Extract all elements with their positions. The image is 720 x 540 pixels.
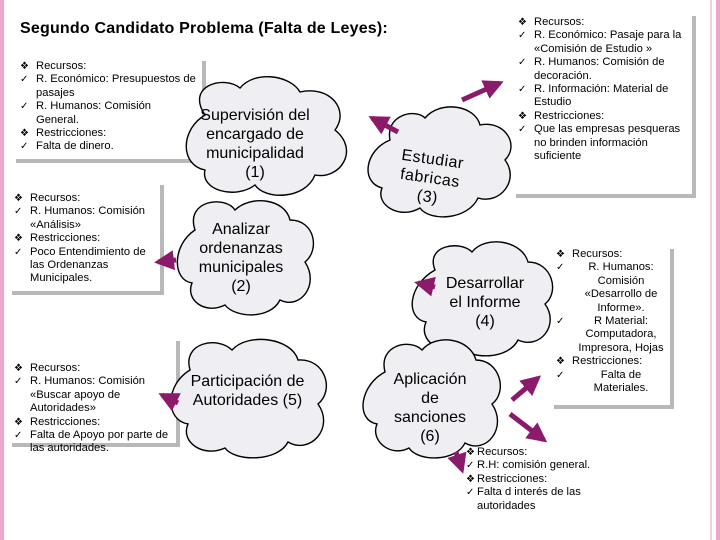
diamond-bullet-icon: ❖ — [556, 249, 565, 260]
cloud-1 — [185, 75, 348, 196]
check-bullet-icon: ✓ — [518, 30, 527, 42]
check-bullet-icon: ✓ — [556, 369, 565, 381]
check-bullet-icon: ✓ — [14, 246, 23, 258]
cloud-2-label: Analizar ordenanzas municipales (2) — [198, 221, 284, 295]
page-title: Segundo Candidato Problema (Falta de Ley… — [20, 20, 388, 37]
cloud-4-label: Desarrollar el Informe (4) — [445, 275, 525, 330]
diamond-bullet-icon: ❖ — [14, 233, 23, 245]
diamond-bullet-icon: ❖ — [14, 193, 23, 204]
list-item: ✓Falta de Apoyo por parte de las autorid… — [14, 429, 169, 455]
list-item: ✓R. Información: Material de Estudio — [518, 83, 669, 109]
check-bullet-icon: ✓ — [518, 124, 527, 136]
list-item: ✓R. Económico: Pasaje para la «Comisión … — [518, 29, 682, 55]
cloud-6-label: Aplicación de sanciones (6) — [393, 371, 467, 445]
list-item: ❖Recursos: — [14, 192, 81, 204]
cloud-2 — [176, 200, 315, 316]
check-bullet-icon: ✓ — [466, 460, 475, 472]
check-bullet-icon: ✓ — [20, 74, 29, 86]
cloud-3-label: Estudiar fabricas (3) — [399, 146, 465, 208]
resource-box-top-right: ❖Recursos: ✓R. Económico: Pasaje para la… — [518, 16, 690, 163]
list-item: ❖Restricciones: — [14, 232, 101, 245]
diamond-bullet-icon: ❖ — [466, 473, 475, 485]
check-bullet-icon: ✓ — [556, 316, 565, 328]
check-bullet-icon: ✓ — [466, 487, 475, 499]
check-bullet-icon: ✓ — [20, 101, 29, 113]
cloud-5 — [170, 338, 327, 459]
list-item: ✓R.H: comisión general. — [466, 459, 591, 472]
check-bullet-icon: ✓ — [14, 376, 23, 388]
cloud-1-label: Supervisión del encargado de municipalid… — [200, 107, 310, 181]
check-bullet-icon: ✓ — [518, 84, 527, 96]
list-item: ✓R Material: Computadora, Impresora, Hoj… — [556, 315, 664, 354]
arrows — [154, 80, 548, 474]
check-bullet-icon: ✓ — [518, 57, 527, 69]
list-item: ❖Restricciones: — [466, 472, 548, 485]
list-item: ✓R. Humanos: Comisión General. — [20, 100, 152, 126]
list-item: ✓Falta de Materiales. — [556, 368, 649, 395]
resource-box-bottom-right: ❖Recursos: ✓R.H: comisión general. ❖Rest… — [466, 446, 616, 513]
check-bullet-icon: ✓ — [14, 206, 23, 218]
cloud-4 — [411, 241, 554, 357]
diamond-bullet-icon: ❖ — [20, 128, 29, 140]
check-bullet-icon: ✓ — [14, 430, 23, 442]
cloud-3 — [367, 106, 512, 218]
list-item: ✓R. Humanos: Comisión «Análisis» — [14, 205, 146, 231]
right-pink-border-inner — [710, 0, 712, 540]
right-pink-border — [716, 0, 720, 540]
list-item: ✓R. Humanos: Comisión «Buscar apoyo de A… — [14, 375, 146, 415]
diamond-bullet-icon: ❖ — [466, 447, 475, 458]
list-item: ❖Recursos: — [518, 16, 585, 28]
list-item: ✓Falta d interés de las autoridades — [466, 486, 581, 512]
resource-box-bottom-left: ❖Recursos: ✓R. Humanos: Comisión «Buscar… — [14, 362, 174, 456]
list-item: ✓R. Económico: Presupuestos de pasajes — [20, 73, 196, 99]
resource-box-mid-right: ❖Recursos: ✓R. Humanos: Comisión «Desarr… — [556, 248, 670, 395]
list-item: ❖Recursos: — [556, 248, 623, 260]
resource-boxes — [8, 12, 696, 447]
list-item: ❖Recursos: — [466, 446, 528, 458]
list-item: ❖Recursos: — [14, 362, 81, 374]
resource-box-mid-left: ❖Recursos: ✓R. Humanos: Comisión «Anális… — [14, 192, 159, 286]
left-pink-border — [0, 0, 4, 540]
check-bullet-icon: ✓ — [20, 141, 29, 153]
diamond-bullet-icon: ❖ — [14, 416, 23, 428]
list-item: ✓Falta de dinero. — [20, 140, 114, 153]
list-item: ❖Restricciones: — [518, 109, 605, 122]
list-item: ❖Restricciones: — [14, 415, 101, 428]
resource-box-top-left: ❖Recursos: ✓R. Económico: Presupuestos d… — [20, 60, 205, 154]
check-bullet-icon: ✓ — [556, 262, 565, 274]
list-item: ✓Poco Entendimiento de las Ordenanzas Mu… — [14, 245, 146, 285]
cloud-5-label: Participación de Autoridades (5) — [190, 373, 305, 409]
diamond-bullet-icon: ❖ — [518, 110, 527, 122]
list-item: ✓Que las empresas pesqueras no brinden i… — [518, 123, 681, 163]
diamond-bullet-icon: ❖ — [518, 17, 527, 28]
diamond-bullet-icon: ❖ — [20, 61, 29, 72]
list-item: ❖Restricciones: — [556, 355, 643, 368]
list-item: ✓R. Humanos: Comisión «Desarrollo de Inf… — [556, 261, 658, 314]
diamond-bullet-icon: ❖ — [14, 363, 23, 374]
list-item: ❖Recursos: — [20, 60, 87, 72]
cloud-6 — [362, 339, 501, 459]
list-item: ✓R. Humanos: Comisión de decoración. — [518, 56, 665, 82]
list-item: ❖Restricciones: — [20, 127, 107, 140]
diamond-bullet-icon: ❖ — [556, 356, 565, 368]
